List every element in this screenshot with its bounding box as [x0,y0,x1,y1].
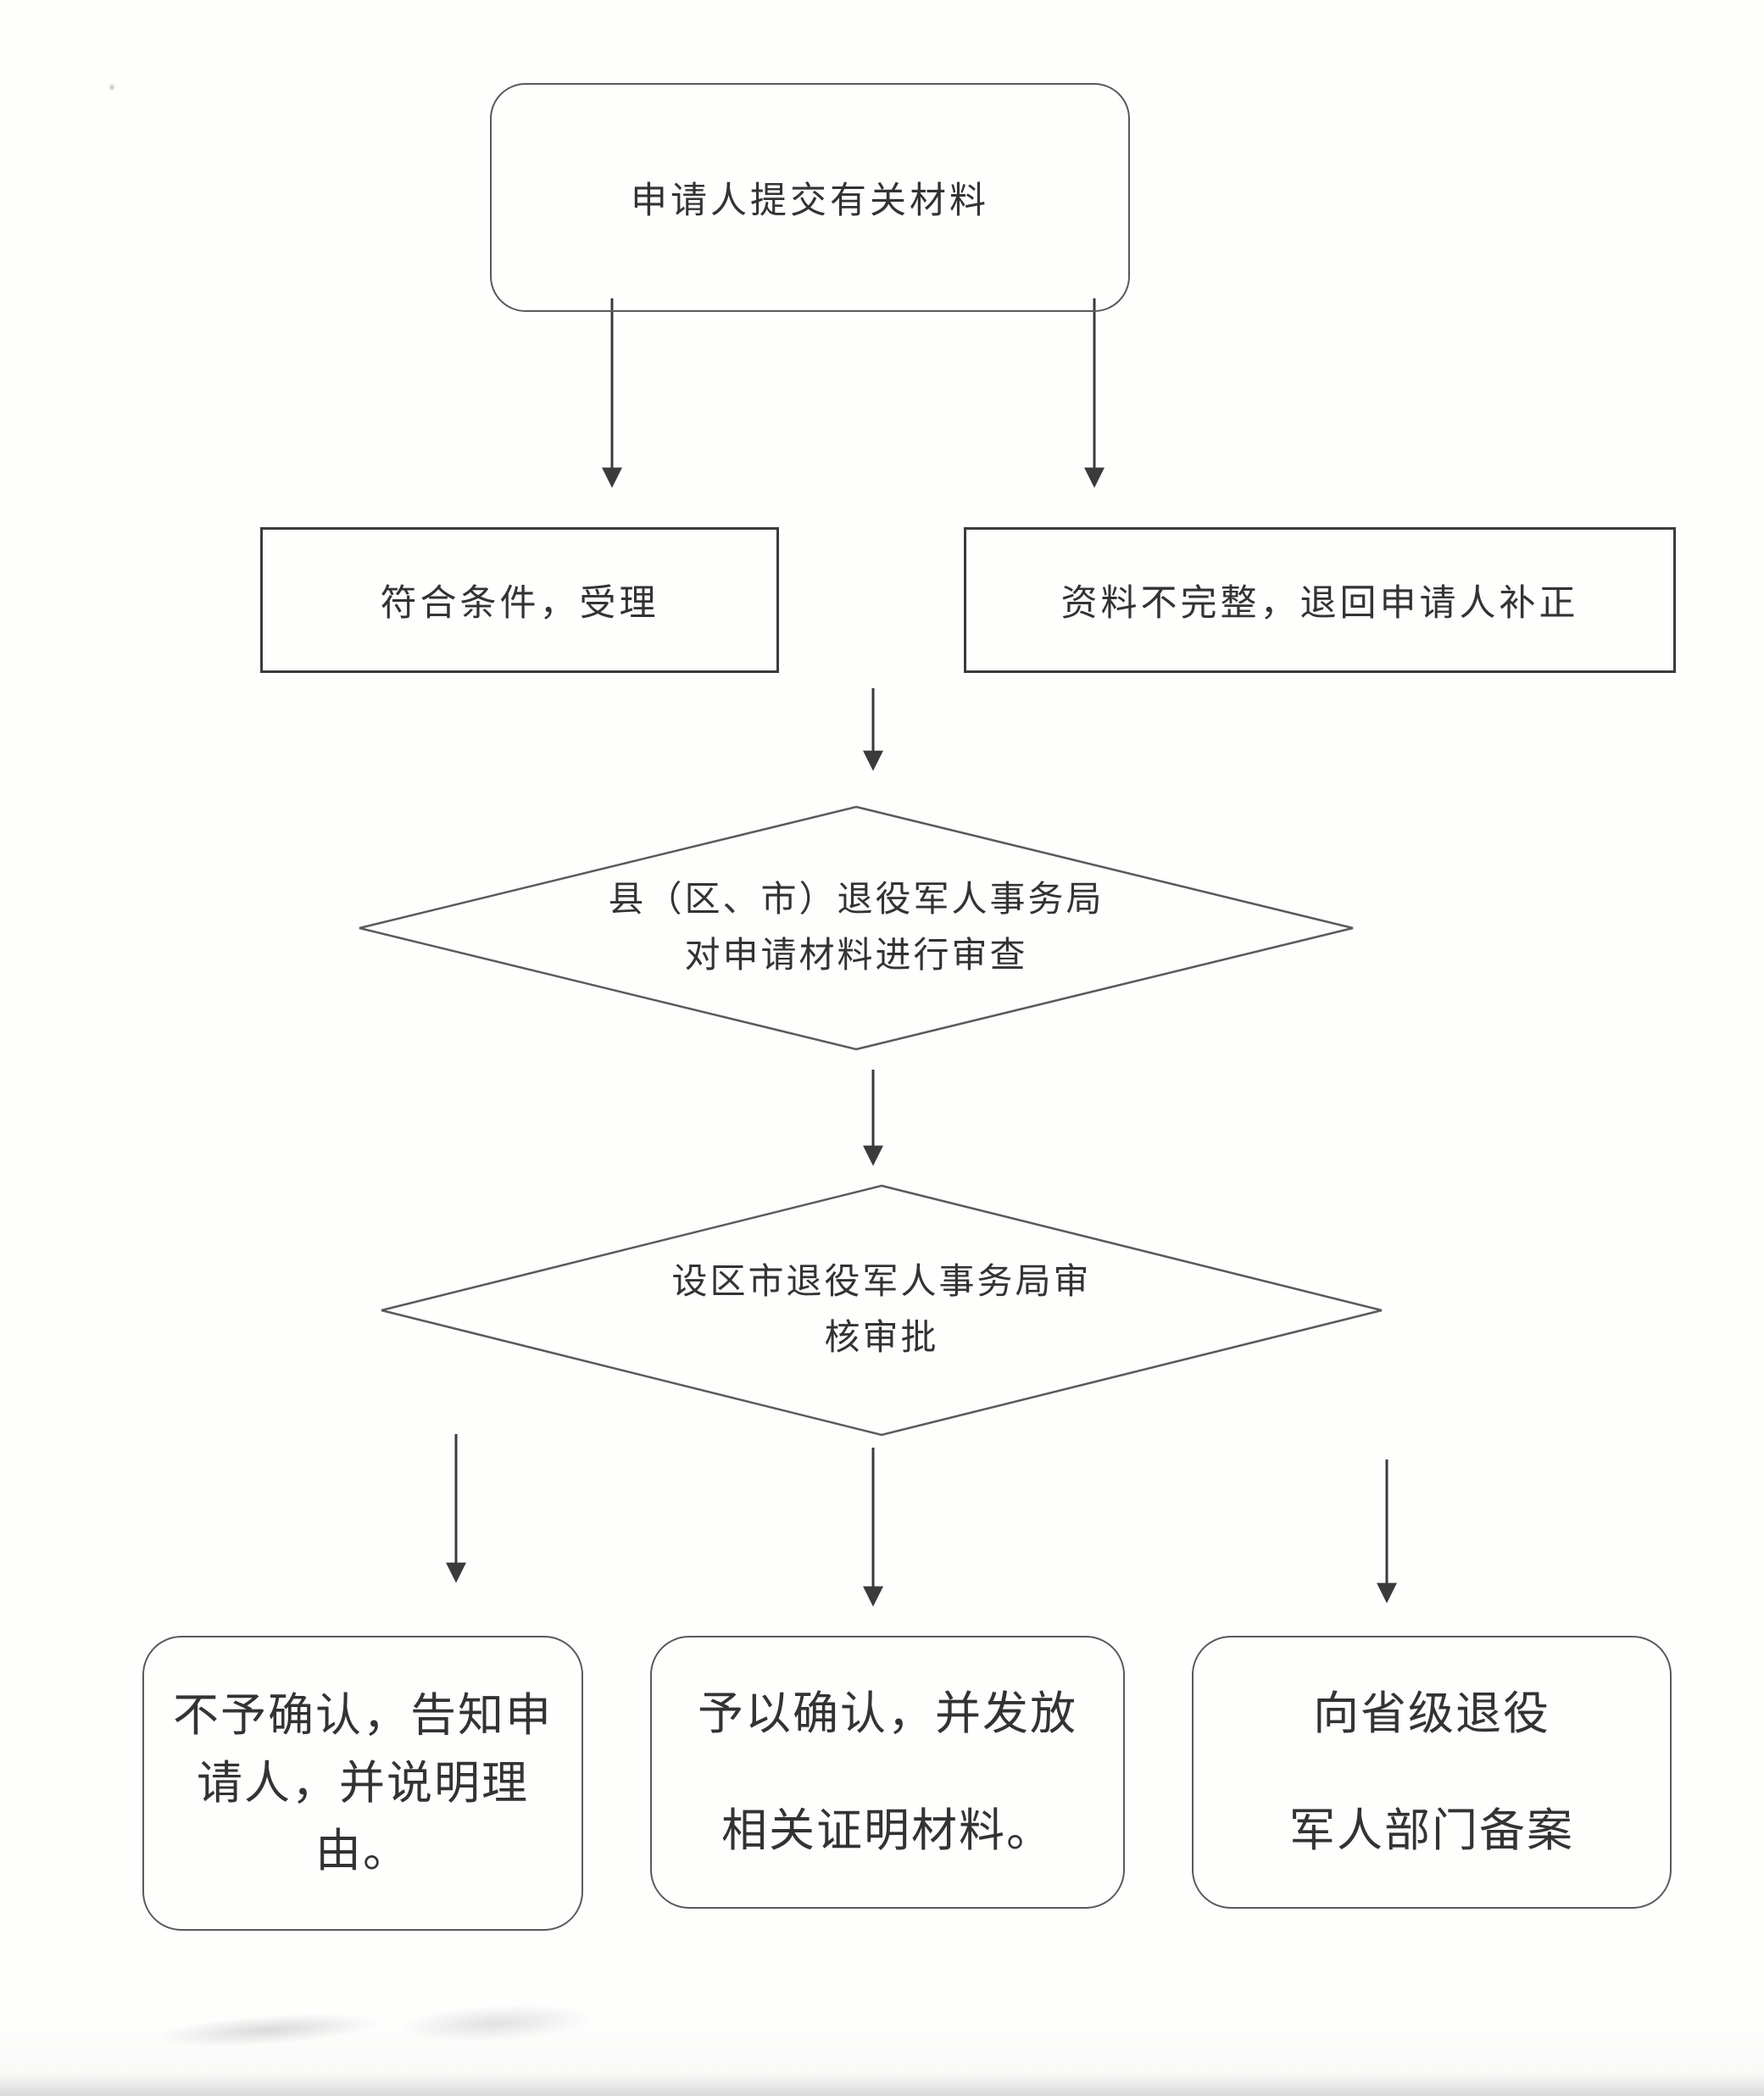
scan-speck [109,83,115,92]
node-incomplete-return-label: 资料不完整，退回申请人补正 [1060,584,1579,624]
node-city-approval-decision: 设区市退役军人事务局审 核审批 [381,1209,1382,1412]
issue-line2: 相关证明材料。 [721,1805,1054,1856]
filing-line2: 军人部门备案 [1289,1805,1574,1856]
node-incomplete-return: 资料不完整，退回申请人补正 [964,527,1676,673]
node-submit-materials-label: 申请人提交有关材料 [631,181,989,221]
issue-line1: 予以确认，并发放 [698,1688,1077,1739]
diamond-city-approval [381,1184,1383,1437]
scan-bottom-band [0,2074,1764,2096]
deny-line1: 不予确认，告知申 [173,1690,553,1741]
city-approval-line2: 核审批 [824,1319,939,1358]
deny-line3: 由。 [315,1826,410,1876]
filing-line1: 向省级退役 [1313,1688,1550,1739]
node-provincial-filing: 向省级退役 军人部门备案 [1192,1636,1672,1909]
scan-bottom-haze [0,2020,1764,2096]
county-review-line2: 对申请材料进行审查 [684,937,1028,976]
diamond-county-review [359,805,1354,1051]
city-approval-line1: 设区市退役军人事务局审 [671,1263,1092,1302]
county-review-line1: 县（区、市）退役军人事务局 [608,881,1105,920]
node-county-review-decision: 县（区、市）退役军人事务局 对申请材料进行审查 [359,826,1353,1030]
node-deny-confirmation: 不予确认，告知申 请人，并说明理 由。 [142,1636,583,1931]
node-submit-materials: 申请人提交有关材料 [490,83,1130,312]
node-issue-certificates: 予以确认，并发放 相关证明材料。 [650,1636,1125,1909]
deny-line2: 请人，并说明理 [197,1758,529,1809]
node-accepted: 符合条件，受理 [260,527,779,673]
node-accepted-label: 符合条件，受理 [380,584,659,624]
